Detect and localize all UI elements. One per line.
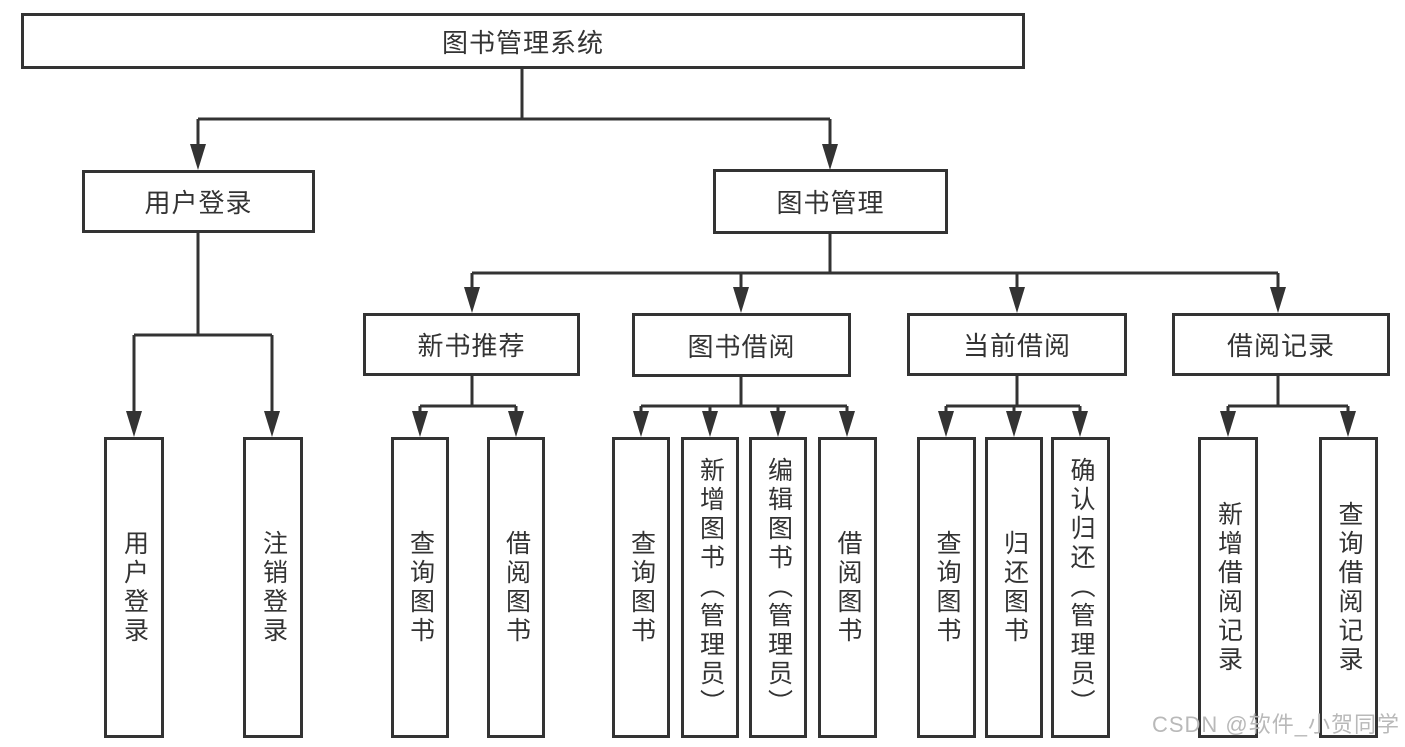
arrow-icon: [1270, 287, 1286, 313]
arrow-icon: [126, 411, 142, 437]
leaf-borrow-books-2: 借阅图书: [818, 437, 877, 738]
arrow-icon: [412, 411, 428, 437]
leaf-borrow-books-1: 借阅图书: [487, 437, 545, 738]
node-root: 图书管理系统: [21, 13, 1025, 69]
connector-current-borrow: [944, 376, 1082, 413]
connector-root: [196, 68, 832, 146]
node-book-management: 图书管理: [713, 169, 948, 234]
arrow-icon: [839, 411, 855, 437]
leaf-edit-book-admin: 编辑图书（管理员）: [749, 437, 807, 738]
leaf-user-login: 用户登录: [104, 437, 164, 738]
node-borrow-records: 借阅记录: [1172, 313, 1390, 376]
node-new-book-recommend: 新书推荐: [363, 313, 580, 376]
watermark: CSDN @软件_小贺同学: [1151, 712, 1400, 737]
connector-borrow-records: [1226, 376, 1350, 413]
arrow-icon: [822, 144, 838, 170]
arrow-icon: [938, 411, 954, 437]
leaf-query-borrow-record: 查询借阅记录: [1319, 437, 1378, 738]
connector-user-login: [132, 233, 274, 413]
arrow-icon: [633, 411, 649, 437]
arrow-icon: [1072, 411, 1088, 437]
arrow-icon: [733, 287, 749, 313]
arrow-icon: [190, 144, 206, 170]
arrow-icon: [264, 411, 280, 437]
connector-book-management: [470, 233, 1280, 289]
arrow-icon: [1220, 411, 1236, 437]
node-user-login: 用户登录: [82, 170, 315, 233]
leaf-query-books-3: 查询图书: [917, 437, 976, 738]
leaf-return-book: 归还图书: [985, 437, 1043, 738]
arrow-icon: [770, 411, 786, 437]
arrowheads: [126, 144, 1356, 437]
leaf-add-book-admin: 新增图书（管理员）: [681, 437, 739, 738]
arrow-icon: [1340, 411, 1356, 437]
connector-book-borrow: [639, 377, 849, 413]
arrow-icon: [702, 411, 718, 437]
arrow-icon: [1006, 411, 1022, 437]
leaf-add-borrow-record: 新增借阅记录: [1198, 437, 1258, 738]
node-book-borrow: 图书借阅: [632, 313, 851, 377]
arrow-icon: [1009, 287, 1025, 313]
leaf-logout: 注销登录: [243, 437, 303, 738]
arrow-icon: [508, 411, 524, 437]
leaf-query-books-1: 查询图书: [391, 437, 449, 738]
leaf-confirm-return-admin: 确认归还（管理员）: [1051, 437, 1110, 738]
arrow-icon: [464, 287, 480, 313]
connector-new-book: [418, 376, 518, 413]
leaf-query-books-2: 查询图书: [612, 437, 670, 738]
node-current-borrow: 当前借阅: [907, 313, 1127, 376]
